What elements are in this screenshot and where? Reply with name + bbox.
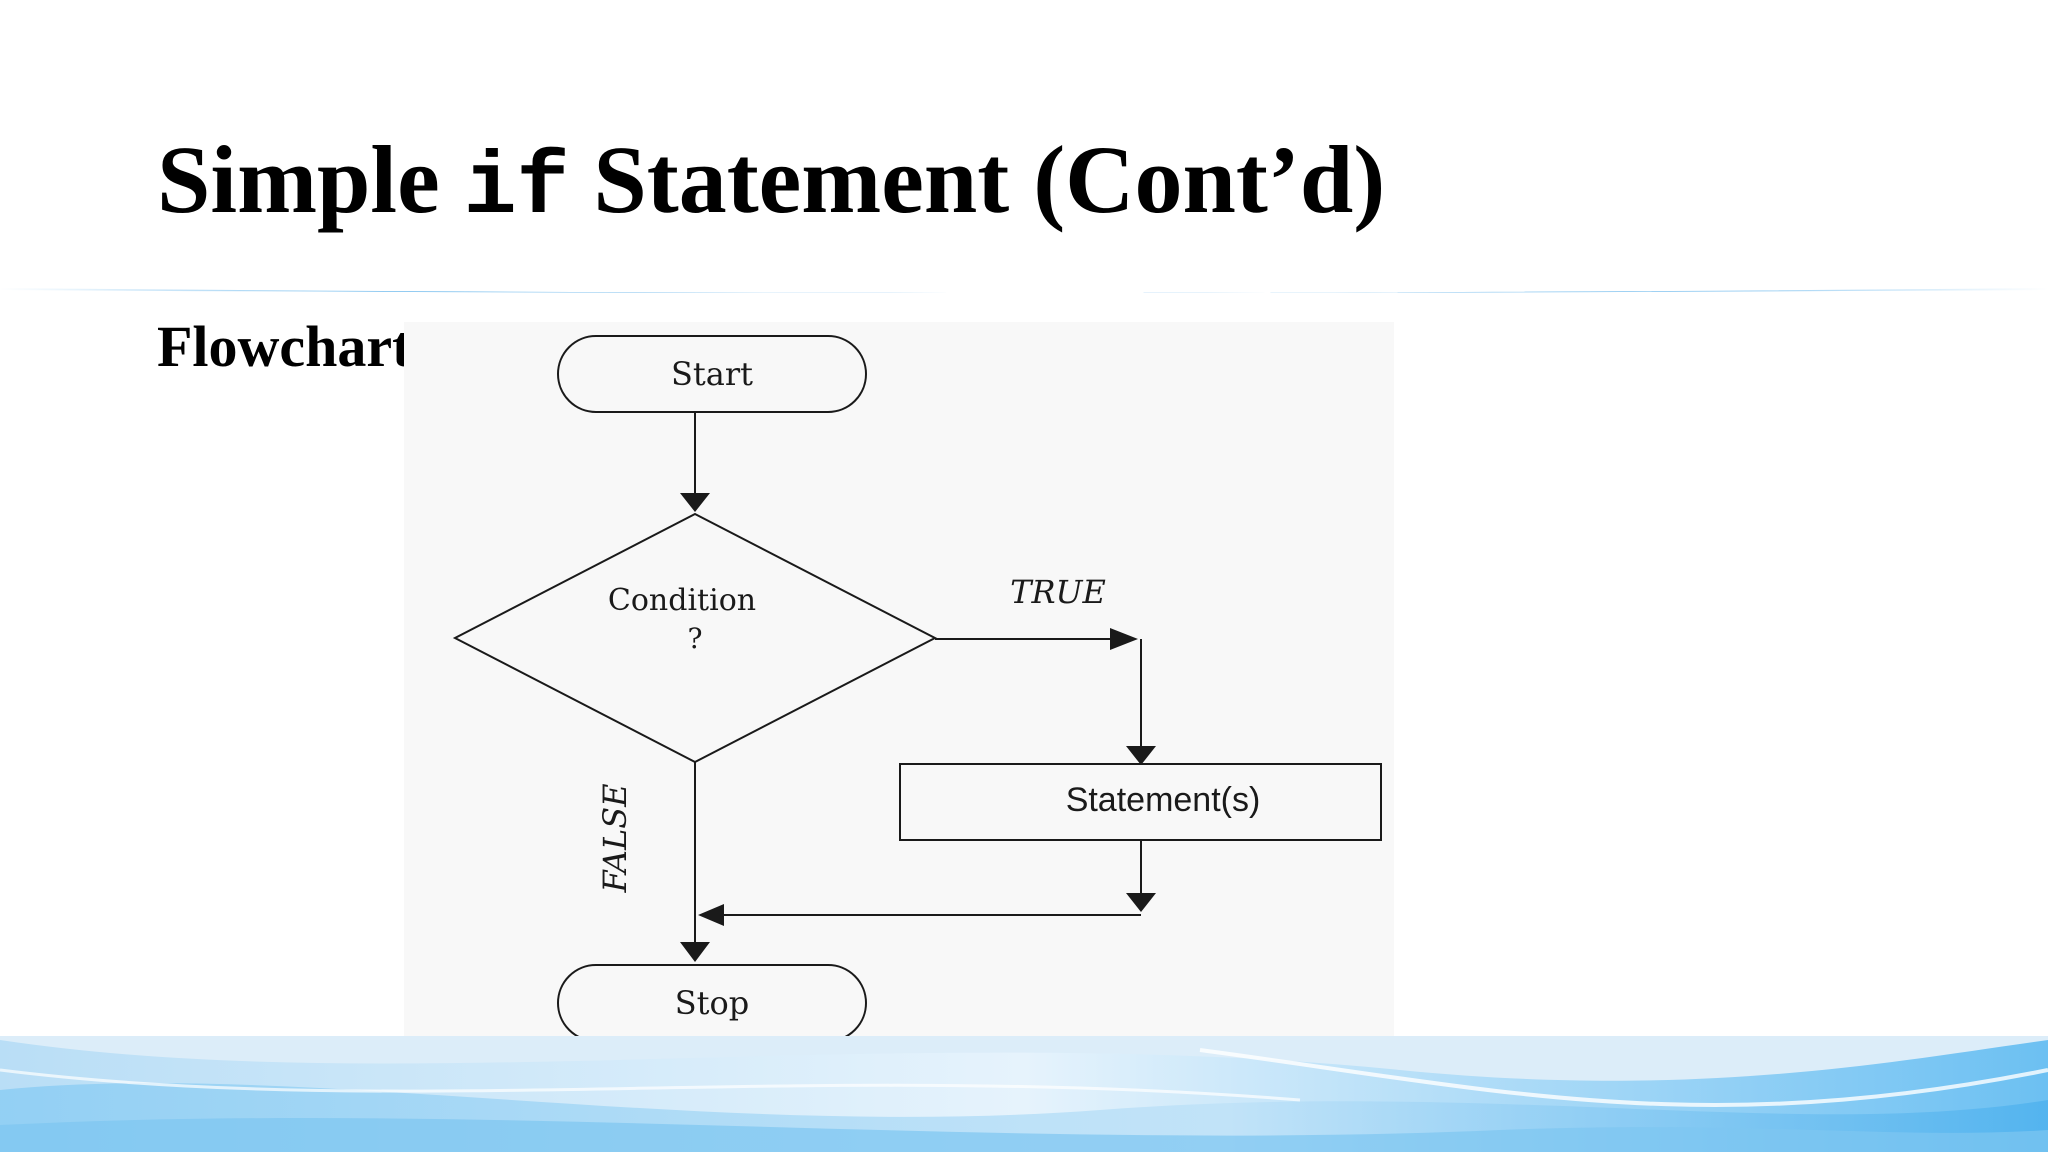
- title-text-end: Statement (Cont’d): [569, 126, 1386, 233]
- arrowhead-merge-left: [698, 904, 724, 926]
- flowchart-image-background: [404, 322, 1394, 1050]
- flowchart-heading: Flowchart: [157, 314, 412, 379]
- condition-question-mark: ?: [687, 622, 702, 655]
- title-divider: [0, 288, 2048, 293]
- true-branch-label: TRUE: [1010, 573, 1106, 611]
- false-branch-label: FALSE: [596, 783, 634, 893]
- arrowhead-merge-down: [1126, 893, 1156, 912]
- title-code-keyword: if: [463, 140, 570, 239]
- slide-title: Simple if Statement (Cont’d): [157, 120, 1385, 250]
- arrowhead-stop: [680, 942, 710, 962]
- title-text-start: Simple: [157, 126, 464, 233]
- statement-label: Statement(s): [1066, 781, 1261, 819]
- arrowhead-true: [1110, 628, 1138, 650]
- footer-wave-decoration: [0, 1036, 2048, 1152]
- start-label: Start: [671, 355, 753, 393]
- stop-label: Stop: [675, 984, 750, 1022]
- arrowhead-statement: [1126, 746, 1156, 765]
- condition-label: Condition: [608, 583, 756, 618]
- arrowhead-condition: [680, 493, 710, 512]
- start-terminal: [557, 335, 867, 413]
